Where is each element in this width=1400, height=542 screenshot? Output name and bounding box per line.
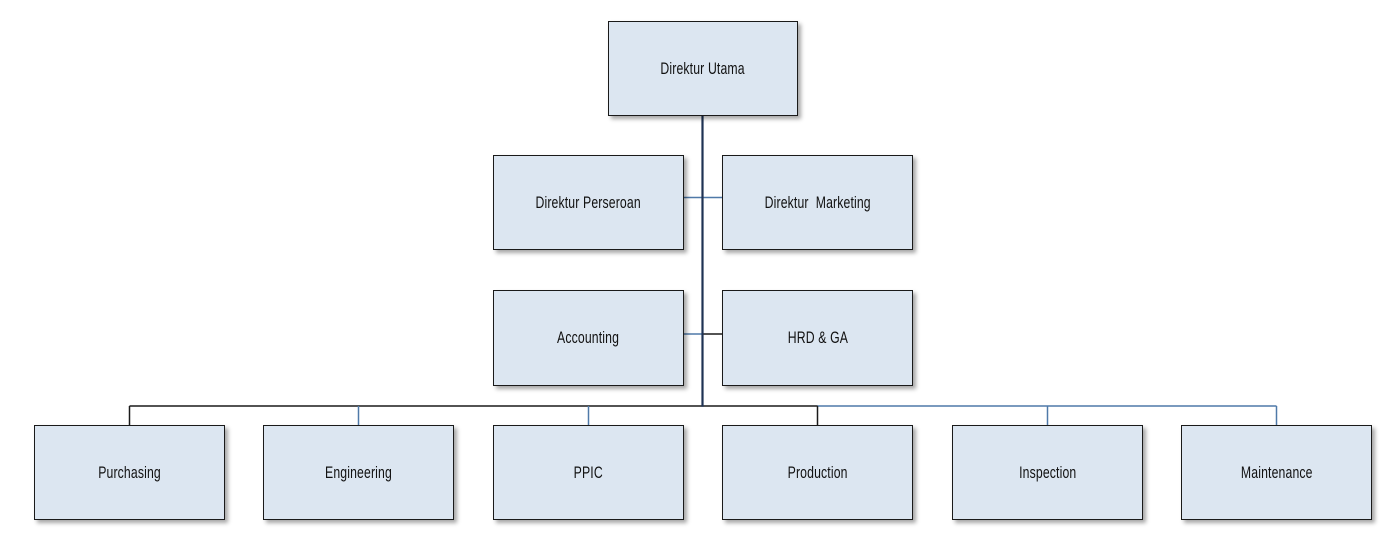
label-hrd-ga: HRD & GA <box>787 328 848 347</box>
box-inspection: Inspection <box>952 425 1143 520</box>
label-direktur-perseroan: Direktur Perseroan <box>535 192 642 212</box>
label-direktur-utama: Direktur Utama <box>660 58 746 78</box>
label-maintenance: Maintenance <box>1240 462 1313 482</box>
label-inspection: Inspection <box>1018 462 1077 482</box>
box-hrd-ga: HRD & GA <box>722 290 913 386</box>
box-ppic: PPIC <box>493 425 684 520</box>
box-engineering: Engineering <box>263 425 454 520</box>
label-purchasing: Purchasing <box>98 462 161 482</box>
label-engineering: Engineering <box>325 462 392 482</box>
label-accounting: Accounting <box>557 328 620 347</box>
box-direktur-perseroan: Direktur Perseroan <box>493 155 684 250</box>
box-direktur-marketing: Direktur Marketing <box>722 155 913 250</box>
box-production: Production <box>722 425 913 520</box>
label-direktur-marketing: Direktur Marketing <box>764 192 871 212</box>
box-accounting: Accounting <box>493 290 684 386</box>
label-production: Production <box>787 462 848 482</box>
label-ppic: PPIC <box>573 462 604 482</box>
box-direktur-utama: Direktur Utama <box>608 21 798 116</box>
box-maintenance: Maintenance <box>1181 425 1372 520</box>
box-purchasing: Purchasing <box>34 425 225 520</box>
